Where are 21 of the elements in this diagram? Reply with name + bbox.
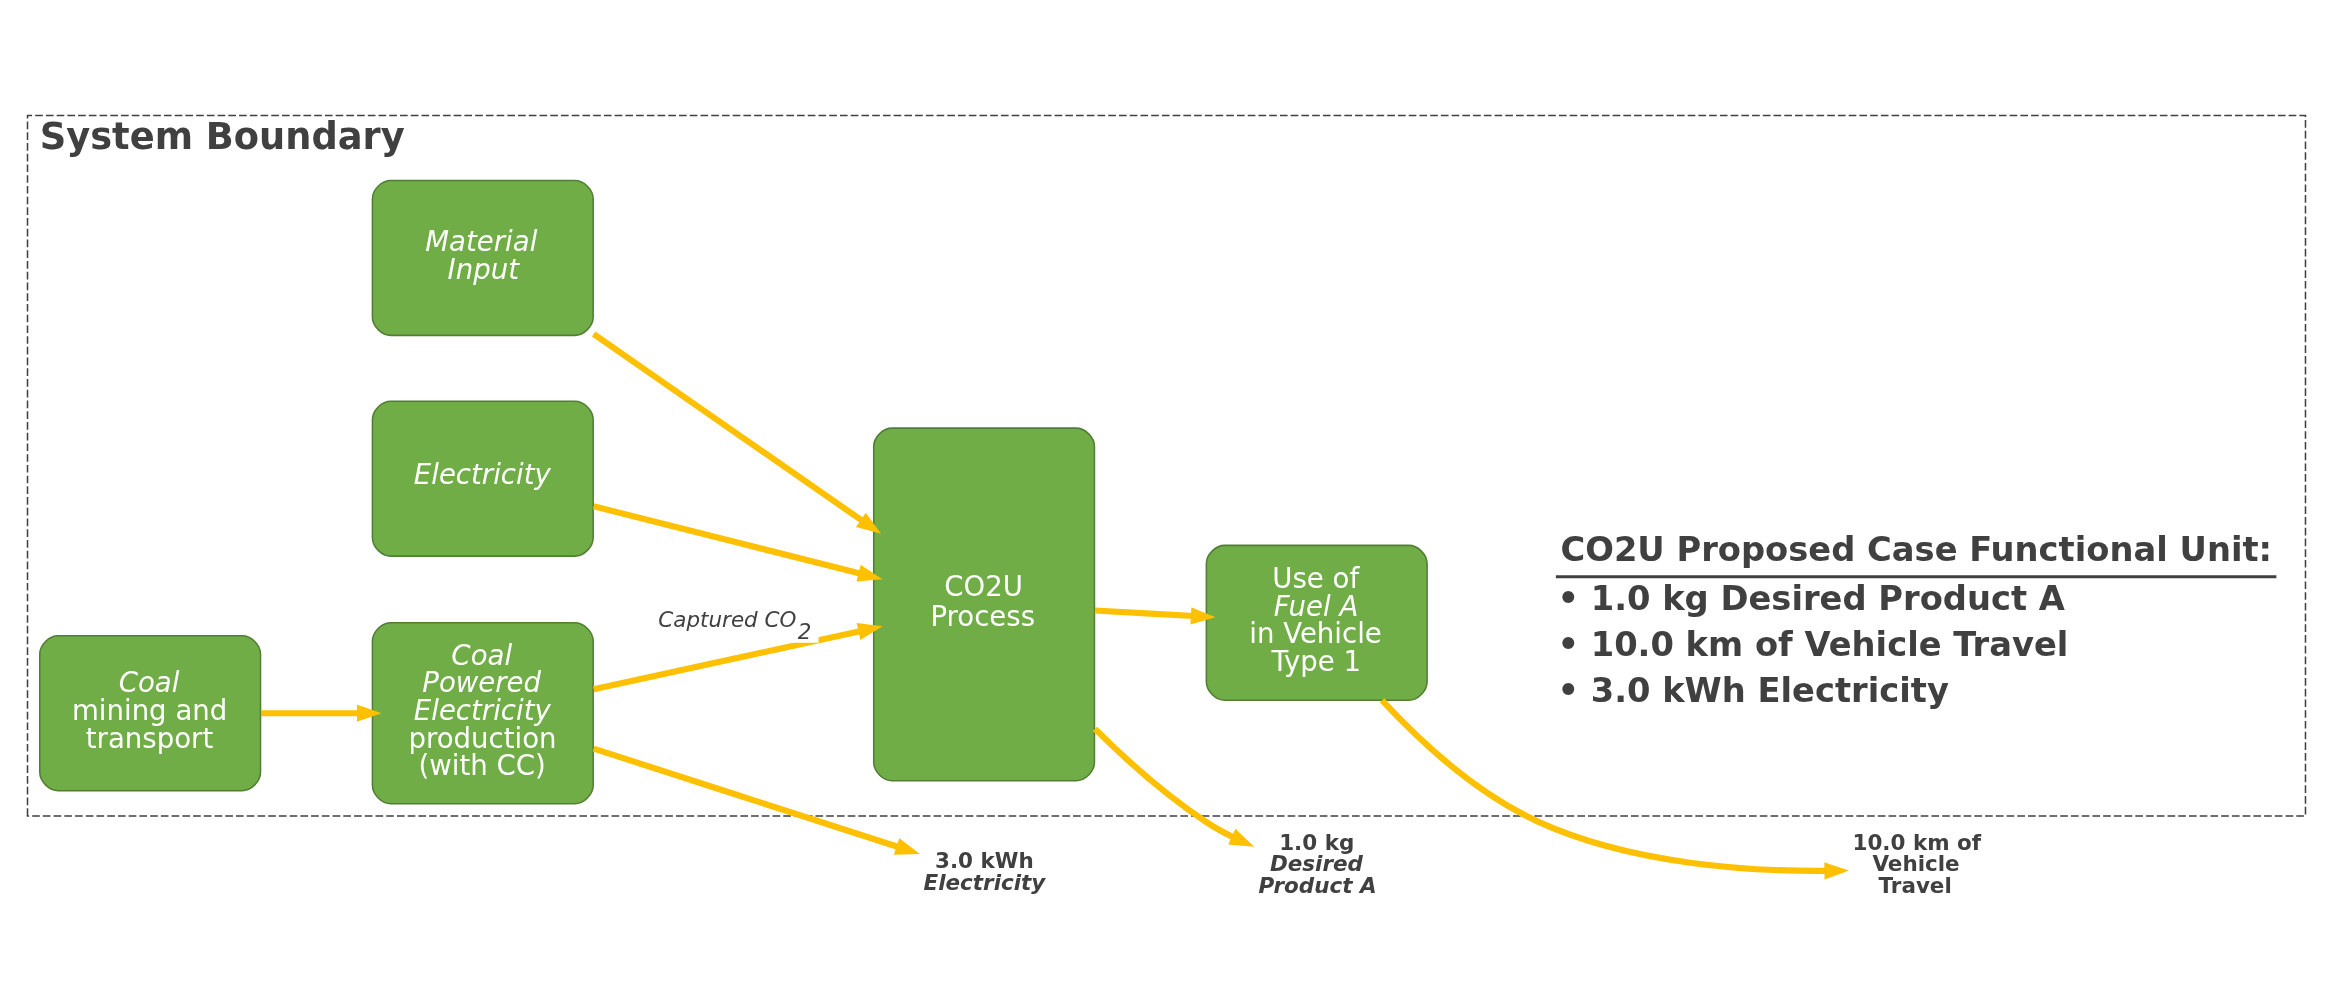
- arrow: [1379, 697, 1850, 880]
- node-box: Coal mining and transport: [39, 634, 262, 791]
- arrow: [591, 331, 882, 534]
- label: • 10.0 km of Vehicle Travel: [1557, 624, 2069, 664]
- node-box: Use of Fuel A in Vehicle Type 1: [1205, 544, 1428, 701]
- label: CO2U Proposed Case Functional Unit:: [1560, 529, 2273, 569]
- node-text: 10.0 km of Vehicle Travel: [1852, 829, 1982, 898]
- arrow: [592, 745, 920, 855]
- node-box: Coal Powered Electricity production (with CC): [371, 621, 594, 804]
- label: • 3.0 kWh Electricity: [1557, 670, 1949, 710]
- arrow: [1094, 606, 1216, 624]
- node-text: 1.0 kg Desired Product A: [1258, 829, 1377, 898]
- label: • 1.0 kg Desired Product A: [1557, 578, 2065, 618]
- node-box: Material Input: [371, 179, 594, 336]
- node-box: Electricity: [371, 400, 594, 557]
- arrow: [593, 622, 883, 692]
- node-box: CO2U Process: [872, 426, 1096, 781]
- arrow: [260, 704, 382, 722]
- arrow: [1092, 726, 1255, 847]
- node-text: 3.0 kWh Electricity: [923, 847, 1046, 895]
- arrow: [592, 502, 883, 581]
